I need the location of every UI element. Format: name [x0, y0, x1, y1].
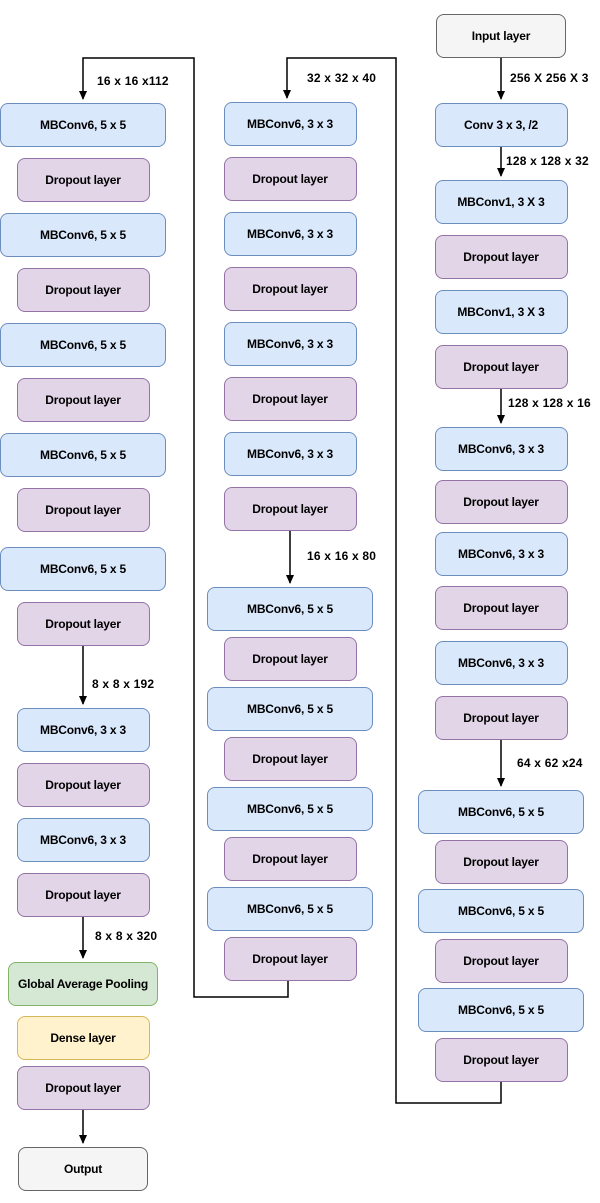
mbconv-layer-node: MBConv6, 5 x 5	[207, 587, 373, 631]
mbconv-layer-node: MBConv1, 3 X 3	[434, 180, 568, 224]
dropout-layer-node: Dropout layer	[434, 235, 568, 279]
mbconv-layer-node: MBConv6, 5 x 5	[0, 103, 166, 147]
mbconv-layer-node: MBConv1, 3 X 3	[434, 290, 568, 334]
dimension-label: 8 x 8 x 320	[95, 929, 158, 943]
dimension-label: 16 x 16 x 80	[307, 549, 377, 563]
mbconv-layer-node: MBConv6, 3 x 3	[16, 708, 150, 752]
mbconv-layer-node: MBConv6, 3 x 3	[434, 641, 568, 685]
dropout-layer-node: Dropout layer	[434, 1038, 568, 1082]
dropout-layer-node: Dropout layer	[223, 937, 357, 981]
dropout-layer-node: Dropout layer	[16, 268, 150, 312]
mbconv-layer-node: MBConv6, 3 x 3	[223, 322, 357, 366]
mbconv-layer-node: MBConv6, 3 x 3	[434, 532, 568, 576]
input-layer-node: Input layer	[436, 14, 566, 58]
dropout-layer-node: Dropout layer	[434, 586, 568, 630]
mbconv-layer-node: MBConv6, 3 x 3	[16, 818, 150, 862]
mbconv-layer-node: MBConv6, 5 x 5	[0, 323, 166, 367]
mbconv-layer-node: MBConv6, 5 x 5	[207, 887, 373, 931]
dropout-layer-node: Dropout layer	[434, 480, 568, 524]
mbconv-layer-node: MBConv6, 3 x 3	[223, 102, 357, 146]
dropout-layer-node: Dropout layer	[223, 377, 357, 421]
dropout-layer-node: Dropout layer	[434, 939, 568, 983]
dimension-label: 64 x 62 x24	[517, 756, 583, 770]
dimension-label: 32 x 32 x 40	[307, 71, 377, 85]
dimension-label: 128 x 128 x 16	[508, 396, 591, 410]
dropout-layer-node: Dropout layer	[16, 763, 150, 807]
dropout-layer-node: Dropout layer	[223, 837, 357, 881]
output-layer-node: Output	[18, 1147, 148, 1191]
mbconv-layer-node: MBConv6, 3 x 3	[434, 427, 568, 471]
dimension-label: 8 x 8 x 192	[92, 677, 155, 691]
mbconv-layer-node: MBConv6, 5 x 5	[418, 889, 584, 933]
global-average-pooling-node: Global Average Pooling	[8, 962, 158, 1006]
mbconv-layer-node: MBConv6, 5 x 5	[418, 988, 584, 1032]
dropout-layer-node: Dropout layer	[223, 267, 357, 311]
mbconv-layer-node: MBConv6, 3 x 3	[223, 432, 357, 476]
dense-layer-node: Dense layer	[16, 1016, 150, 1060]
connector-middle-to-left	[79, 57, 289, 998]
mbconv-layer-node: MBConv6, 5 x 5	[418, 790, 584, 834]
mbconv-layer-node: MBConv6, 5 x 5	[0, 433, 166, 477]
mbconv-layer-node: MBConv6, 5 x 5	[207, 687, 373, 731]
dropout-layer-node: Dropout layer	[16, 1066, 150, 1110]
dropout-layer-node: Dropout layer	[16, 602, 150, 646]
mbconv-layer-node: MBConv6, 5 x 5	[0, 547, 166, 591]
dropout-layer-node: Dropout layer	[434, 840, 568, 884]
mbconv-layer-node: MBConv6, 5 x 5	[207, 787, 373, 831]
dropout-layer-node: Dropout layer	[223, 157, 357, 201]
dropout-layer-node: Dropout layer	[223, 487, 357, 531]
dimension-label: 256 X 256 X 3	[510, 71, 589, 85]
mbconv-layer-node: MBConv6, 3 x 3	[223, 212, 357, 256]
conv-layer-node: Conv 3 x 3, /2	[434, 103, 568, 147]
dropout-layer-node: Dropout layer	[434, 696, 568, 740]
dropout-layer-node: Dropout layer	[223, 637, 357, 681]
dimension-label: 128 x 128 x 32	[506, 154, 589, 168]
connector-right-to-middle	[283, 57, 502, 1104]
mbconv-layer-node: MBConv6, 5 x 5	[0, 213, 166, 257]
dropout-layer-node: Dropout layer	[16, 158, 150, 202]
dropout-layer-node: Dropout layer	[16, 873, 150, 917]
dropout-layer-node: Dropout layer	[16, 488, 150, 532]
dropout-layer-node: Dropout layer	[434, 345, 568, 389]
dimension-label: 16 x 16 x112	[97, 74, 169, 88]
dropout-layer-node: Dropout layer	[223, 737, 357, 781]
dropout-layer-node: Dropout layer	[16, 378, 150, 422]
